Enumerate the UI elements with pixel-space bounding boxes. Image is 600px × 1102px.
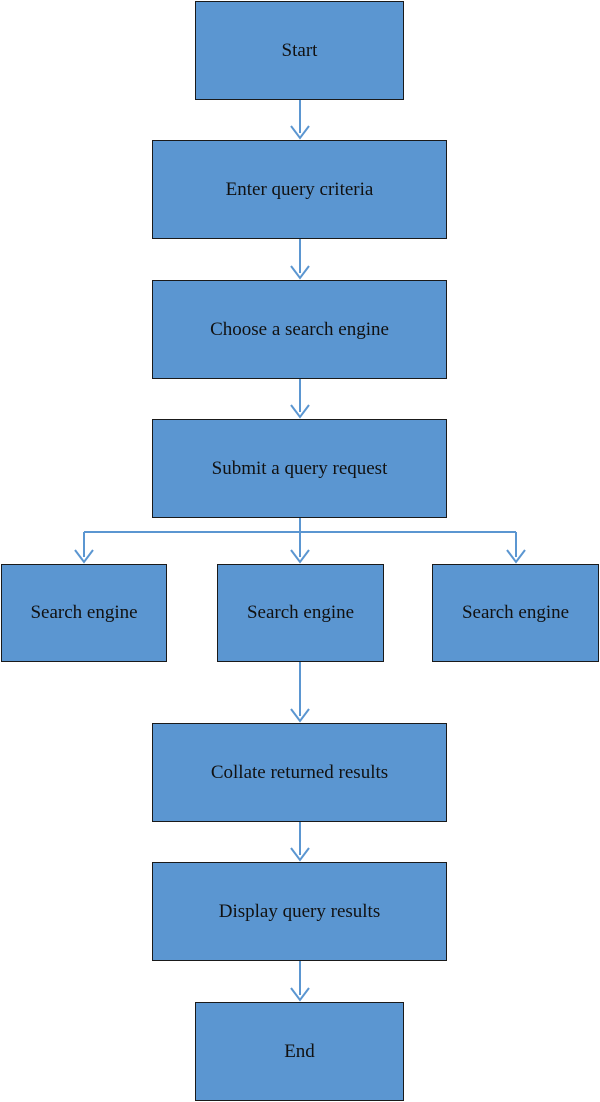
arrowhead-engine-1 [74, 549, 94, 564]
node-start: Start [195, 1, 404, 100]
arrowhead-engine-3 [506, 549, 526, 564]
node-submit-query-request: Submit a query request [152, 419, 447, 518]
node-enter-query-criteria: Enter query criteria [152, 140, 447, 239]
arrowhead-choose [290, 265, 310, 280]
arrowhead-end [290, 987, 310, 1002]
node-display-query-results: Display query results [152, 862, 447, 961]
node-search-engine-3: Search engine [432, 564, 599, 662]
node-end: End [195, 1002, 404, 1101]
branch-connector [83, 518, 517, 557]
arrowhead-display [290, 847, 310, 862]
arrowhead-enter [290, 125, 310, 140]
node-search-engine-2: Search engine [217, 564, 384, 662]
node-search-engine-1: Search engine [1, 564, 167, 662]
node-collate-returned-results: Collate returned results [152, 723, 447, 822]
arrowhead-submit [290, 404, 310, 419]
arrowhead-collate [290, 708, 310, 723]
arrowhead-engine-2 [290, 549, 310, 564]
node-choose-search-engine: Choose a search engine [152, 280, 447, 379]
